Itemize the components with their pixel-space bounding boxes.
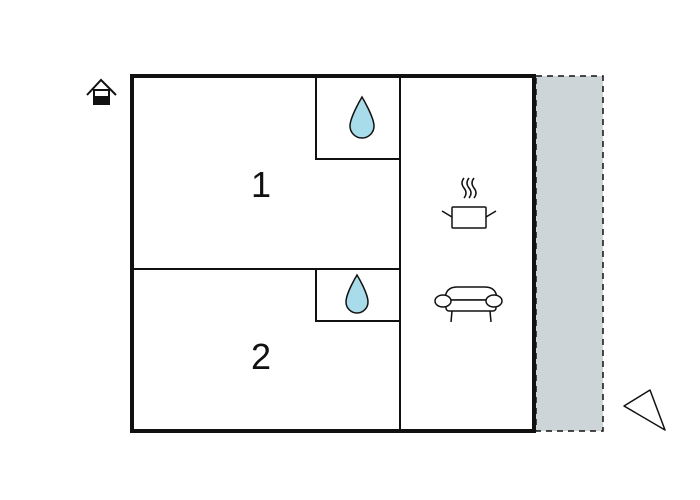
room-label-2: 2 [251, 336, 271, 377]
sofa-icon [434, 286, 503, 323]
room-label-1: 1 [251, 164, 271, 205]
terrace-area [535, 75, 604, 432]
water-drop-icon [349, 95, 375, 139]
compass-arrow-icon [623, 389, 666, 431]
house-entrance-icon [86, 78, 117, 105]
outer-wall [130, 74, 536, 433]
interior-walls [132, 76, 401, 431]
cooking-pot-icon [441, 177, 497, 229]
water-drop-icon [345, 273, 369, 314]
